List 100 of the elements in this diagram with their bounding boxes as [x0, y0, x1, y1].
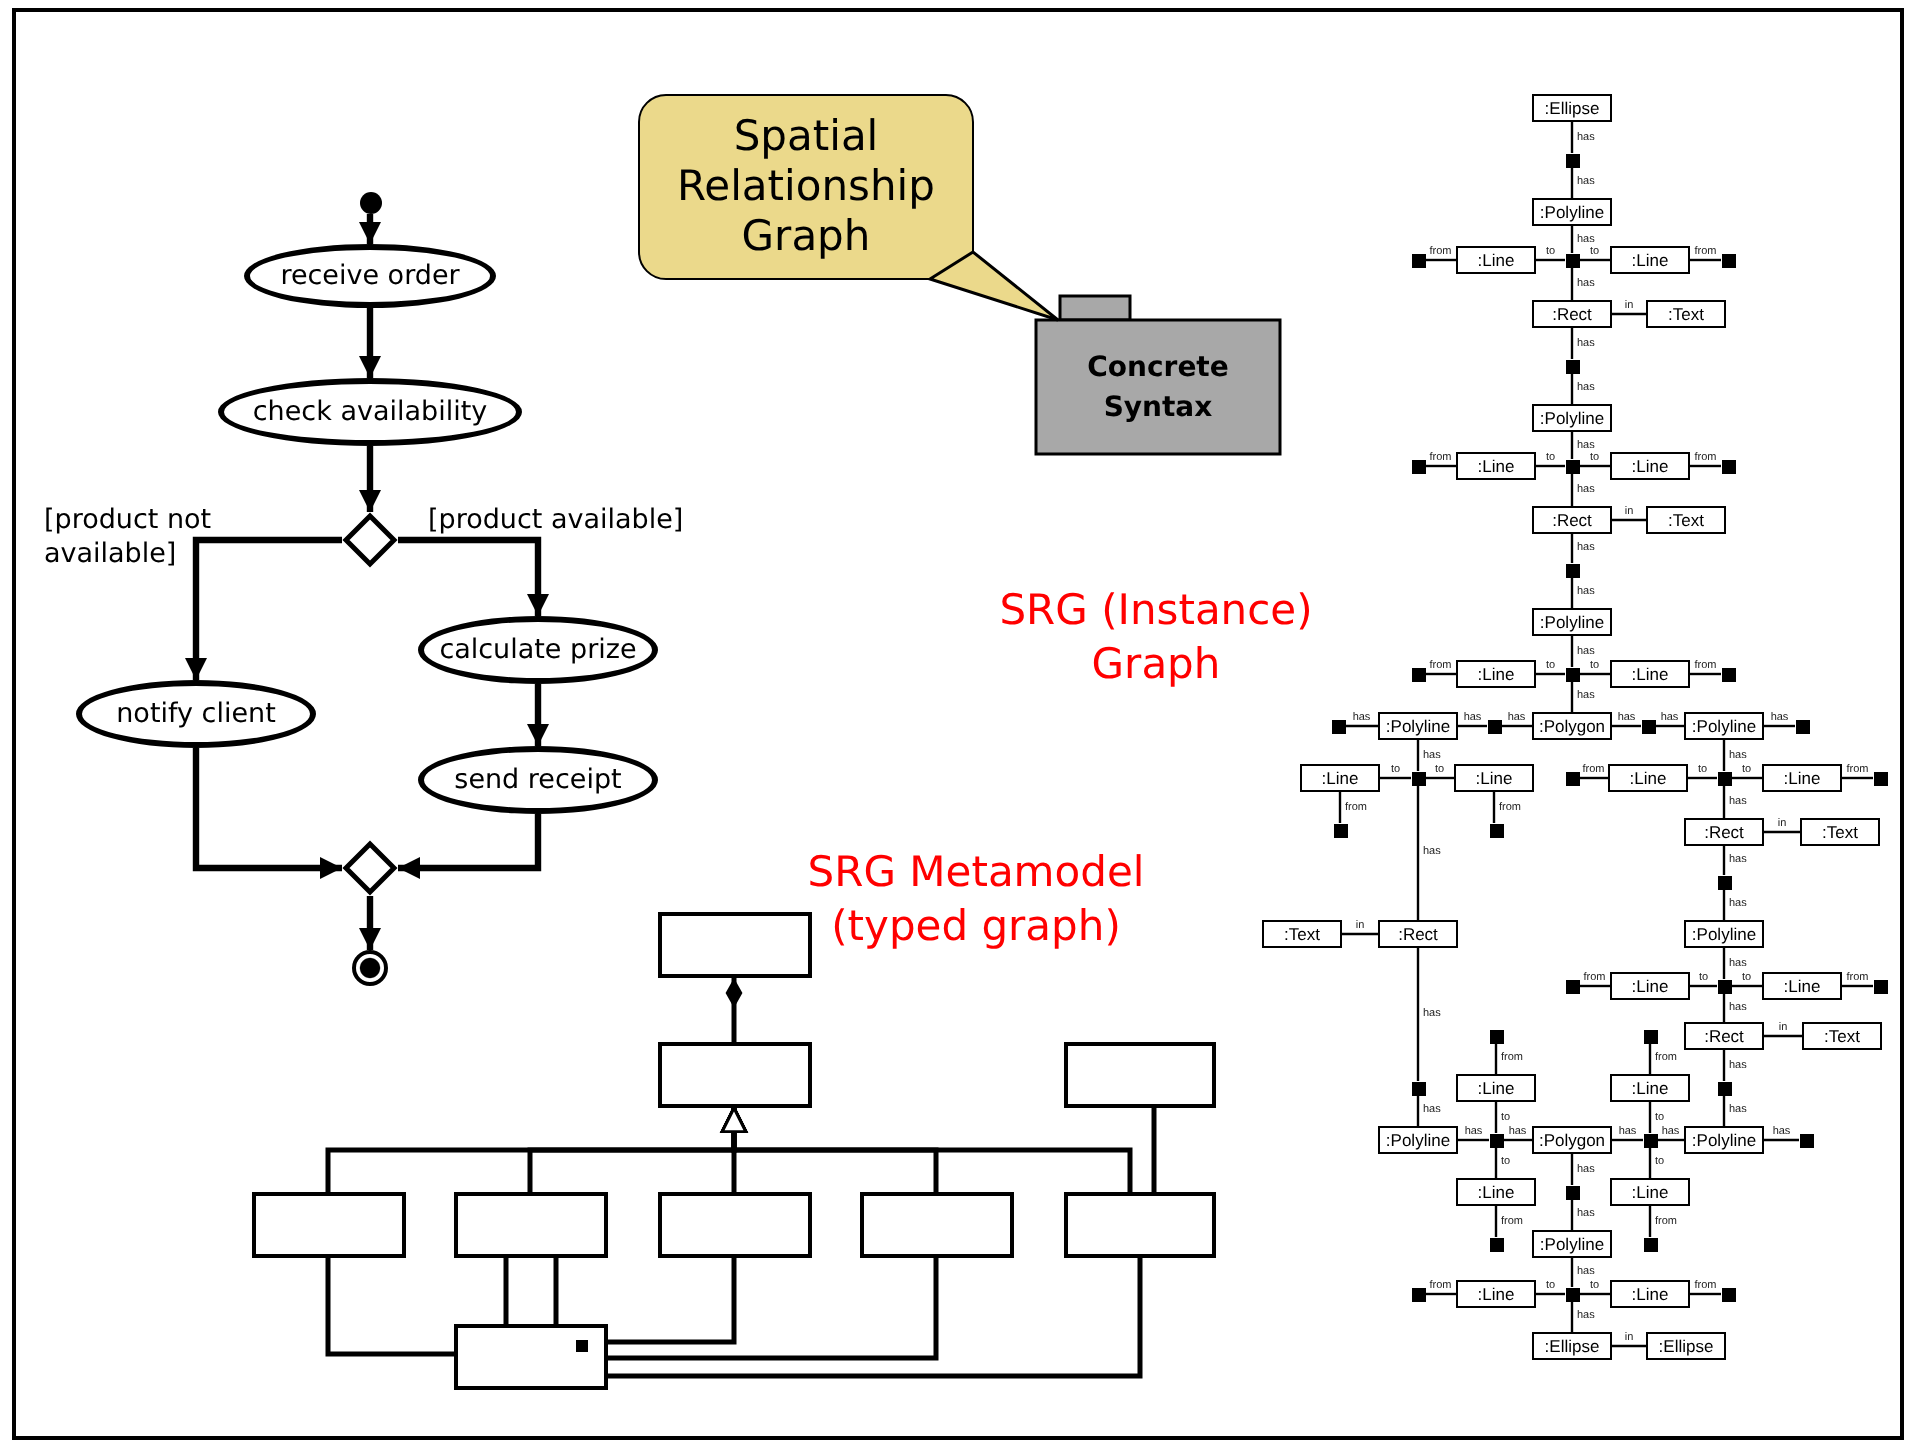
junction-square — [1721, 1287, 1735, 1301]
connector-line — [1494, 1206, 1498, 1237]
speech-bubble: Spatial Relationship Graph — [638, 94, 974, 280]
connector-line — [1570, 432, 1574, 459]
object-box: :Text — [1646, 300, 1726, 328]
connector-line — [1731, 776, 1762, 780]
connector-line — [1579, 984, 1610, 988]
connector-line — [1612, 312, 1646, 316]
connector-line — [1425, 258, 1456, 262]
junction-square — [1565, 1185, 1579, 1199]
connector-line — [1570, 267, 1574, 300]
connector-line — [1842, 776, 1873, 780]
arrow — [192, 748, 342, 879]
connector-line — [1416, 740, 1420, 771]
junction-square — [1873, 771, 1887, 785]
connector-line — [1688, 776, 1717, 780]
connector-line — [1722, 1050, 1726, 1081]
arrow — [398, 536, 549, 616]
start-node — [360, 192, 382, 214]
connector-line — [1570, 1154, 1574, 1185]
connector-line — [1416, 948, 1420, 1081]
junction-square — [1565, 359, 1579, 373]
connector-line — [1425, 464, 1456, 468]
object-box: :Line — [1456, 1280, 1536, 1308]
connector-line — [1570, 473, 1574, 506]
object-box: :Ellipse — [1646, 1332, 1726, 1360]
connector-line — [1842, 984, 1873, 988]
end-node — [352, 950, 388, 986]
object-box: :Polyline — [1532, 1230, 1612, 1258]
junction-square — [1333, 823, 1347, 837]
connector-line — [1425, 1292, 1456, 1296]
class-box — [658, 1192, 812, 1258]
diagram-heading: SRG (Instance) Graph — [997, 584, 1315, 693]
connector-line — [1657, 1138, 1684, 1142]
connector-line — [1536, 464, 1565, 468]
junction-square — [1795, 719, 1809, 733]
object-box: :Line — [1610, 1074, 1690, 1102]
activity-oval: receive order — [244, 244, 496, 308]
connector-line — [1380, 776, 1411, 780]
connector-line — [1690, 464, 1721, 468]
object-box: :Line — [1456, 246, 1536, 274]
connector-line — [1345, 724, 1378, 728]
class-box — [1064, 1192, 1216, 1258]
connector-line — [1503, 1138, 1532, 1142]
junction-square — [1717, 771, 1731, 785]
object-box: :Rect — [1532, 506, 1612, 534]
connector-line — [1690, 672, 1721, 676]
junction-square — [1565, 459, 1579, 473]
object-box: :Ellipse — [1532, 1332, 1612, 1360]
object-box: :Line — [1610, 660, 1690, 688]
connector-line — [1536, 1292, 1565, 1296]
class-box — [454, 1324, 608, 1390]
junction-square — [1565, 771, 1579, 785]
connector-line — [1416, 785, 1420, 920]
object-box: :Line — [1610, 1280, 1690, 1308]
connector-line — [1458, 724, 1487, 728]
junction-square — [1489, 1237, 1503, 1251]
object-box: :Polyline — [1684, 712, 1764, 740]
connector-line — [1536, 672, 1565, 676]
activity-oval: check availability — [218, 378, 522, 446]
junction-square — [1565, 979, 1579, 993]
connector-line — [1570, 1301, 1574, 1332]
connector-line — [1570, 167, 1574, 198]
class-box — [1064, 1042, 1216, 1108]
junction-square — [1717, 979, 1731, 993]
object-box: :Text — [1802, 1022, 1882, 1050]
arrow — [185, 536, 342, 680]
connector-line — [1722, 785, 1726, 818]
object-box: :Rect — [1532, 300, 1612, 328]
junction-square — [1717, 875, 1731, 889]
connector-line — [1579, 1292, 1610, 1296]
junction-square — [1565, 1287, 1579, 1301]
connector-line — [1722, 846, 1726, 875]
connector-line — [1612, 724, 1641, 728]
junction-square — [1721, 253, 1735, 267]
connector-line — [1570, 373, 1574, 404]
class-box — [860, 1192, 1014, 1258]
connector-line — [1731, 984, 1762, 988]
junction-square — [1721, 459, 1735, 473]
junction-square — [1643, 1133, 1657, 1147]
connector-line — [1579, 776, 1608, 780]
connector-line — [1494, 1147, 1498, 1178]
object-box: :Line — [1610, 1178, 1690, 1206]
object-box: :Polyline — [1378, 712, 1458, 740]
object-box: :Ellipse — [1532, 94, 1612, 122]
object-box: :Polyline — [1532, 608, 1612, 636]
connector-line — [325, 1258, 454, 1357]
junction-square — [1411, 1081, 1425, 1095]
connector-line — [1764, 1034, 1802, 1038]
object-box: :Line — [1608, 764, 1688, 792]
connector-line — [1612, 1344, 1646, 1348]
connector-line — [1151, 1108, 1157, 1192]
activity-oval: send receipt — [418, 746, 658, 814]
object-box: :Rect — [1378, 920, 1458, 948]
object-box: :Line — [1456, 660, 1536, 688]
object-box: :Rect — [1684, 818, 1764, 846]
connector-line — [608, 1258, 939, 1361]
connector-line — [1425, 672, 1456, 676]
generalization-arrow — [720, 1106, 1133, 1192]
junction-square — [1643, 1029, 1657, 1043]
